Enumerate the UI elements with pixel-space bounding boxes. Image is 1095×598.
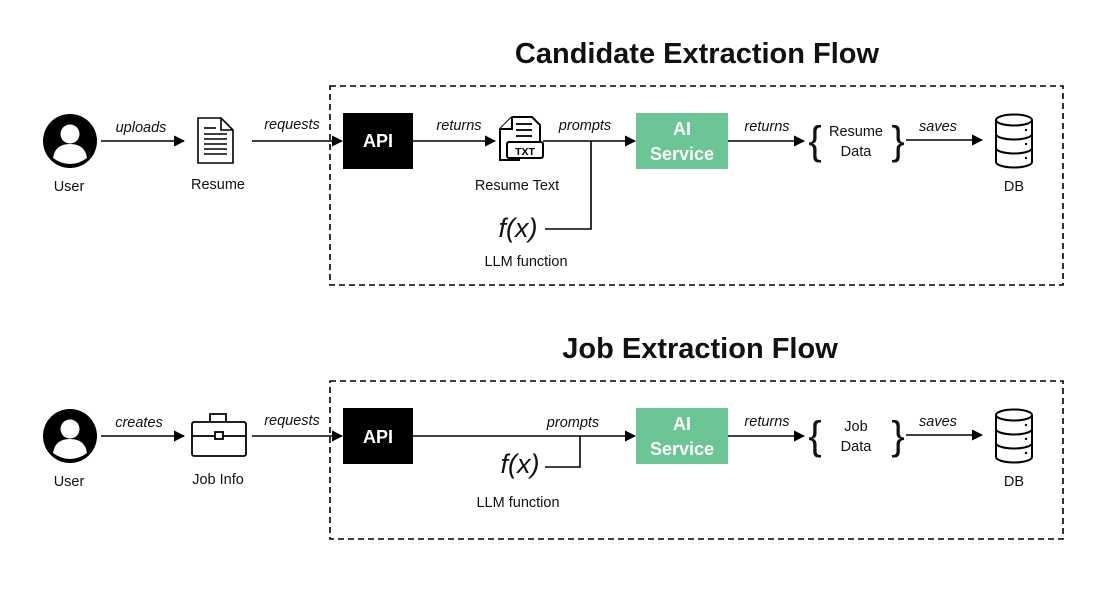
resume-data-label-line1: Resume (829, 124, 883, 140)
user-icon (43, 114, 97, 168)
ai-service-label-line1: AI (673, 414, 691, 434)
user-label: User (54, 179, 85, 195)
resume-label: Resume (191, 177, 245, 193)
prompts-edge-label: prompts (546, 415, 599, 431)
requests-edge-label: requests (264, 413, 320, 429)
llm-function-connector (545, 436, 581, 468)
prompts-edge-label: prompts (558, 118, 611, 134)
database-icon (995, 408, 1033, 464)
ai-service-label-line2: Service (650, 144, 714, 164)
briefcase-icon (191, 413, 247, 457)
ai-service-box (636, 408, 728, 464)
returns-edge-label: returns (436, 118, 481, 134)
llm-function-label: LLM function (484, 254, 567, 270)
saves-edge-label: saves (919, 119, 957, 135)
returns-edge-label-2: returns (744, 119, 789, 135)
right-brace: } (891, 119, 904, 163)
uploads-edge-label: uploads (116, 120, 167, 136)
txt-badge: TXT (515, 146, 535, 158)
api-box (343, 113, 413, 169)
resume-text-label: Resume Text (475, 178, 559, 194)
candidate-extraction-flow: Candidate Extraction Flow User uploads R… (43, 38, 1064, 286)
resume-data-label-line2: Data (841, 144, 873, 160)
job-extraction-flow: Job Extraction Flow User creates Job Inf… (43, 333, 1064, 540)
job-data-label-line1: Job (844, 419, 867, 435)
ai-service-label-line1: AI (673, 119, 691, 139)
resume-document-icon (197, 117, 234, 164)
job-data-label-line2: Data (841, 439, 873, 455)
candidate-flow-title: Candidate Extraction Flow (515, 38, 880, 70)
fx-symbol: f(x) (499, 213, 538, 243)
db-label: DB (1004, 179, 1024, 195)
user-label: User (54, 474, 85, 490)
left-brace: { (808, 119, 821, 163)
db-label: DB (1004, 474, 1024, 490)
ai-service-box (636, 113, 728, 169)
saves-edge-label: saves (919, 414, 957, 430)
returns-edge-label: returns (744, 414, 789, 430)
llm-function-connector (545, 141, 592, 230)
txt-file-icon: TXT (499, 116, 544, 161)
right-brace: } (891, 414, 904, 458)
llm-function-label: LLM function (476, 495, 559, 511)
api-box (343, 408, 413, 464)
user-icon (43, 409, 97, 463)
api-label: API (363, 427, 393, 447)
candidate-flow-boundary (329, 85, 1064, 286)
ai-service-label-line2: Service (650, 439, 714, 459)
job-flow-boundary (329, 380, 1064, 540)
api-label: API (363, 131, 393, 151)
requests-edge-label: requests (264, 117, 320, 133)
creates-edge-label: creates (115, 415, 163, 431)
database-icon (995, 113, 1033, 169)
job-flow-title: Job Extraction Flow (562, 333, 838, 365)
left-brace: { (808, 414, 821, 458)
job-info-label: Job Info (192, 472, 244, 488)
fx-symbol: f(x) (501, 449, 540, 479)
